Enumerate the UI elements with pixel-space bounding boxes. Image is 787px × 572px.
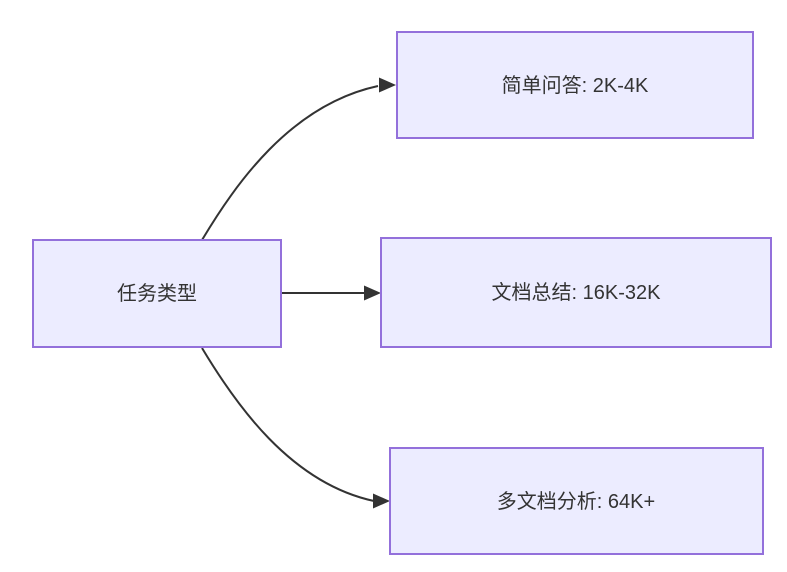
node-doc-summary: 文档总结: 16K-32K bbox=[380, 237, 772, 348]
arrowhead-icon bbox=[379, 77, 396, 93]
node-doc-summary-label: 文档总结: 16K-32K bbox=[492, 281, 662, 304]
node-simple-qa-box bbox=[396, 31, 754, 139]
node-multi-doc-analysis: 多文档分析: 64K+ bbox=[389, 447, 764, 555]
arrowhead-icon bbox=[373, 493, 390, 509]
node-task-type-label: 任务类型 bbox=[117, 282, 197, 305]
node-task-type: 任务类型 bbox=[32, 239, 282, 348]
node-doc-summary-box bbox=[380, 237, 772, 348]
node-multi-doc-analysis-label: 多文档分析: 64K+ bbox=[497, 490, 655, 513]
edge-curve-up bbox=[201, 85, 379, 241]
node-simple-qa: 简单问答: 2K-4K bbox=[396, 31, 754, 139]
node-simple-qa-label: 简单问答: 2K-4K bbox=[502, 74, 649, 97]
node-task-type-box bbox=[32, 239, 282, 348]
arrowhead-icon bbox=[364, 285, 381, 301]
edge-task-type-to-doc-summary bbox=[281, 285, 381, 301]
edge-task-type-to-simple-qa bbox=[201, 77, 396, 241]
edge-task-type-to-multi-doc-analysis bbox=[201, 347, 390, 509]
node-multi-doc-analysis-box bbox=[389, 447, 764, 555]
edge-curve-down bbox=[201, 347, 375, 502]
